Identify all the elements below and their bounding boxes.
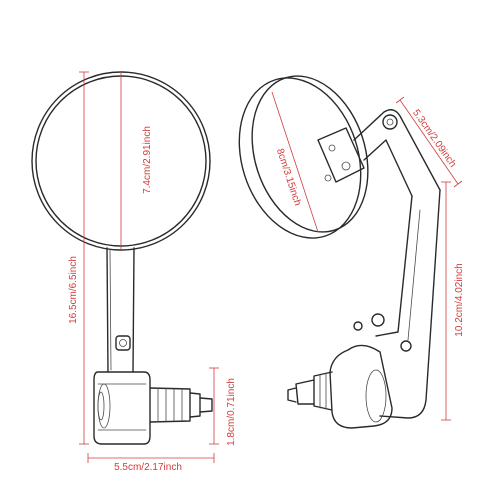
dim-line-mirror-diameter-right (271, 91, 319, 233)
label-mirror-diameter-left: 7.4cm/2.91inch (142, 126, 153, 194)
label-total-height: 16.5cm/6.5inch (68, 256, 79, 324)
right-mount-plate (317, 127, 365, 183)
right-mirror-back (251, 75, 369, 233)
label-clamp-height: 1.8cm/0.71inch (226, 378, 237, 446)
right-mirror-drawing (238, 75, 441, 429)
label-base-width: 5.5cm/2.17inch (114, 462, 182, 473)
left-clamp-block (93, 371, 151, 445)
left-end-nut (199, 397, 213, 413)
right-threaded-shaft (313, 371, 333, 411)
dim-line-top-arm-length (399, 99, 459, 185)
label-mirror-diameter-right: 8cm/3.15inch (274, 147, 303, 207)
label-arm-length: 10.2cm/4.02inch (454, 263, 465, 336)
right-clamp-block (329, 344, 393, 429)
left-threaded-shaft (149, 387, 191, 423)
right-end-nut (295, 379, 315, 405)
right-main-arm (379, 189, 441, 419)
left-mirror-stem (106, 247, 135, 373)
left-stem-bolt (115, 335, 131, 351)
label-top-arm-length: 5.3cm/2.09inch (410, 108, 458, 170)
left-mirror-drawing (31, 71, 213, 445)
right-upper-arm (353, 109, 441, 191)
right-mirror-rim (238, 77, 362, 239)
right-pivot-bolt (382, 114, 398, 130)
